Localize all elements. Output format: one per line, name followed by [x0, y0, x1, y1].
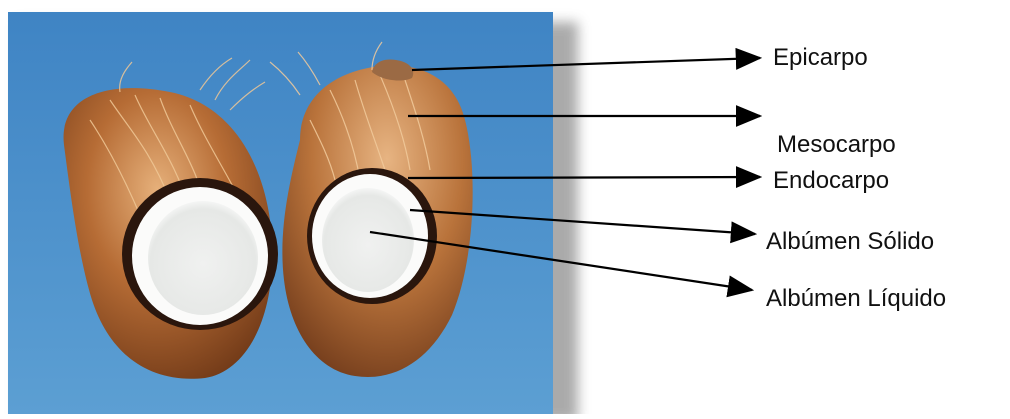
label-epicarpo: Epicarpo: [773, 44, 868, 72]
label-mesocarpo: Mesocarpo: [777, 131, 896, 159]
label-albumen-liquido: Albúmen Líquido: [766, 285, 946, 313]
label-albumen-solido: Albúmen Sólido: [766, 228, 934, 256]
meat-right: [322, 188, 414, 292]
meat-left: [148, 201, 258, 315]
label-endocarpo: Endocarpo: [773, 167, 889, 195]
arrow-endocarpo: [408, 177, 760, 178]
